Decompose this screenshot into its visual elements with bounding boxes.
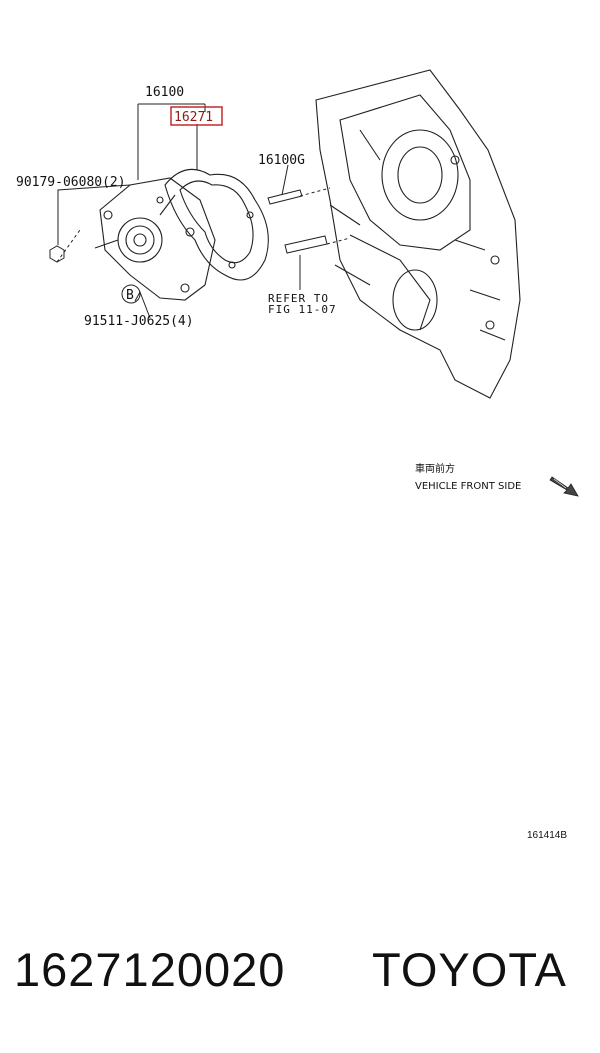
callout-stud: 16100G: [258, 153, 305, 168]
direction-label-jp: 車両前方: [415, 462, 455, 475]
illustration-code: 161414B: [527, 830, 568, 841]
gasket-drawing: [164, 168, 269, 281]
leader-lines: [57, 103, 301, 319]
water-pump-drawing: [94, 177, 216, 301]
brand-name: TOYOTA: [372, 943, 567, 996]
marker-label: B: [126, 288, 134, 303]
part-number: 1627120020: [14, 943, 286, 996]
marker-circle: [121, 284, 141, 304]
direction-label-en: VEHICLE FRONT SIDE: [415, 481, 521, 492]
engine-block-drawing: [315, 69, 521, 399]
callout-assembly: 16100: [145, 85, 184, 100]
direction-arrow-icon: [549, 476, 579, 497]
callout-bolt-top: 90179-06080(2): [16, 175, 126, 190]
refer-line-2: FIG 11-07: [268, 303, 337, 316]
parts-diagram: 16100 16271 16100G 90179-06080(2) 91511-…: [16, 69, 579, 497]
stud-drawing: [267, 187, 351, 254]
callout-bolt-bottom: 91511-J0625(4): [84, 314, 194, 329]
highlight-box: [170, 106, 223, 126]
refer-line-1: REFER TO: [268, 292, 329, 305]
bolt-drawing: [49, 229, 81, 263]
callout-gasket[interactable]: 16271: [174, 110, 213, 125]
